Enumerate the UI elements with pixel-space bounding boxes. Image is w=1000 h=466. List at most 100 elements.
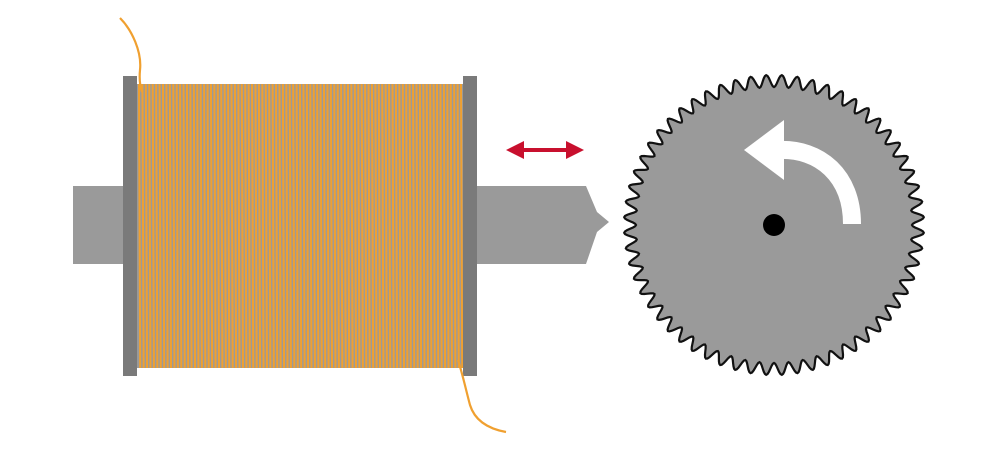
wire-turn	[398, 83, 402, 369]
wire-turn	[312, 83, 316, 369]
wire-turn	[175, 83, 179, 369]
wire-turn	[165, 83, 169, 369]
wire-turn	[367, 83, 371, 369]
wire-turn	[151, 83, 155, 369]
wire-turn	[394, 83, 399, 369]
gear-hub-dot	[763, 214, 785, 236]
double-headed-arrow-icon	[506, 141, 584, 159]
wire-lead-bottom	[456, 359, 507, 434]
wire-turn	[360, 83, 364, 369]
wire-turn	[319, 83, 323, 369]
wire-turn	[254, 83, 258, 369]
wire-turn	[223, 83, 227, 369]
wire-turn	[346, 83, 351, 369]
wire-turn	[220, 83, 224, 369]
wire-turn	[203, 83, 207, 369]
wire-turn	[439, 83, 443, 369]
wire-turn	[412, 83, 416, 369]
wire-turn	[370, 83, 375, 369]
wire-turn	[189, 83, 193, 369]
wire-turn	[429, 83, 433, 369]
wire-turn	[401, 83, 405, 369]
wire-turn	[271, 83, 275, 369]
wire-turn	[432, 83, 436, 369]
wire-turn	[425, 83, 429, 369]
wire-turn	[288, 83, 292, 369]
wire-turn	[292, 83, 296, 369]
spool-flange-right	[463, 76, 477, 376]
wire-turn	[384, 83, 388, 369]
wire-turn	[442, 83, 447, 369]
wire-turn	[309, 83, 313, 369]
wire-turn	[302, 83, 306, 369]
wire-turn	[374, 83, 378, 369]
wire-turn	[182, 83, 186, 369]
wire-turn	[340, 83, 344, 369]
wire-turn	[141, 83, 145, 369]
wire-turn	[251, 83, 255, 369]
wire-turn	[261, 83, 265, 369]
wire-turn	[336, 83, 340, 369]
wire-turn	[185, 83, 190, 369]
wire-turn	[144, 83, 149, 369]
wire-turn	[155, 83, 159, 369]
wire-turn	[381, 83, 385, 369]
wire-turn	[408, 83, 412, 369]
wire-turn	[333, 83, 337, 369]
wire-turn	[192, 83, 197, 369]
wire-turn	[237, 83, 241, 369]
wire-turn	[209, 83, 214, 369]
wire-turn	[329, 83, 334, 369]
wire-turn	[161, 83, 166, 369]
wire-turn	[230, 83, 234, 369]
wire-lead-top	[119, 17, 144, 93]
wire-turn	[350, 83, 354, 369]
wire-turn	[148, 83, 152, 369]
coil-winding	[138, 83, 464, 369]
wire-turn	[247, 83, 251, 369]
wire-turn	[285, 83, 289, 369]
spool-flange-left	[123, 76, 137, 376]
wire-turn	[199, 83, 203, 369]
shaft-right-tip	[476, 186, 609, 264]
wire-turn	[268, 83, 272, 369]
wire-turn	[213, 83, 217, 369]
wire-turn	[158, 83, 162, 369]
wire-turn	[460, 83, 464, 369]
wire-turn	[446, 83, 450, 369]
wire-turn	[278, 83, 282, 369]
wire-turn	[364, 83, 368, 369]
wire-turn	[405, 83, 409, 369]
wire-turn	[299, 83, 303, 369]
wire-turn	[388, 83, 392, 369]
wire-turn	[353, 83, 358, 369]
wire-turn	[322, 83, 327, 369]
wire-turn	[418, 83, 423, 369]
wire-turn	[179, 83, 183, 369]
counterclockwise-arrow-icon	[744, 120, 861, 225]
wire-turn	[377, 83, 381, 369]
wire-turn	[316, 83, 320, 369]
shaft-left	[73, 186, 125, 264]
wire-turn	[326, 83, 330, 369]
wire-turn	[275, 83, 279, 369]
wire-turn	[168, 83, 173, 369]
wire-turn	[456, 83, 460, 369]
wire-turn	[172, 83, 176, 369]
wire-turn	[281, 83, 286, 369]
wire-turn	[216, 83, 220, 369]
wire-turn	[391, 83, 395, 369]
wire-turn	[305, 83, 310, 369]
wire-turn	[227, 83, 231, 369]
wire-turn	[295, 83, 299, 369]
wire-turn	[257, 83, 262, 369]
wire-turn	[206, 83, 210, 369]
wire-turn	[196, 83, 200, 369]
wire-turn	[244, 83, 248, 369]
wire-turn	[264, 83, 268, 369]
wire-turn	[343, 83, 347, 369]
wire-turn	[138, 83, 142, 369]
wire-turn	[415, 83, 419, 369]
